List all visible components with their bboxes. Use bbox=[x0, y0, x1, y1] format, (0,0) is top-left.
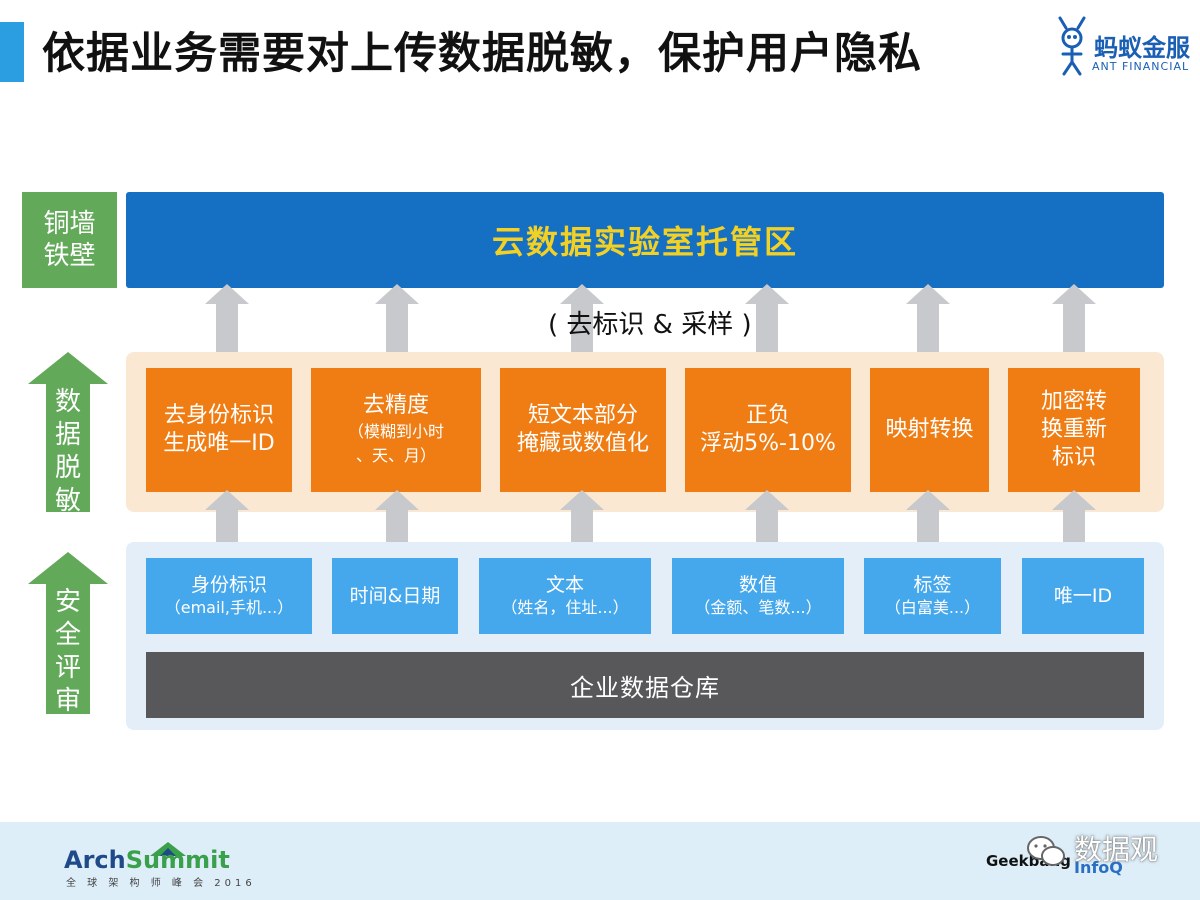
arrow-up-icon bbox=[560, 490, 604, 510]
layer-label-char: 数 bbox=[54, 387, 81, 417]
layer-label-char: 评 bbox=[54, 653, 81, 683]
flow-arrow-up bbox=[1052, 284, 1096, 356]
source-tags: 标签 （白富美...） bbox=[864, 558, 1001, 634]
arrow-up-icon bbox=[205, 490, 249, 510]
source-type: 身份标识 bbox=[190, 574, 267, 596]
layer-label-fortress: 铜墙 铁壁 bbox=[22, 192, 117, 288]
ant-logo-icon bbox=[1058, 16, 1086, 76]
method-note: （模糊到小时 bbox=[347, 422, 444, 441]
flow-arrow-up bbox=[205, 284, 249, 356]
method-line: 标识 bbox=[1051, 445, 1096, 470]
summit-summit-text: Summit bbox=[125, 846, 230, 874]
source-text: 文本 （姓名，住址...） bbox=[479, 558, 651, 634]
arrow-up-icon bbox=[28, 552, 108, 584]
flow-arrow-up bbox=[560, 284, 604, 356]
layer-label-char: 审 bbox=[54, 686, 81, 716]
source-examples: （金额、笔数...） bbox=[694, 598, 822, 617]
source-type: 文本 bbox=[545, 574, 584, 596]
source-examples: （白富美...） bbox=[884, 598, 981, 617]
wechat-icon bbox=[1027, 836, 1065, 866]
source-identity: 身份标识 （email,手机...） bbox=[146, 558, 312, 634]
summit-arch-text: Arch bbox=[64, 846, 126, 874]
arrow-up-icon bbox=[745, 490, 789, 510]
layer-label-char: 安 bbox=[54, 587, 81, 617]
method-line: 换重新 bbox=[1040, 417, 1107, 442]
method-line: 掩藏或数值化 bbox=[516, 431, 649, 456]
source-datetime: 时间&日期 bbox=[332, 558, 458, 634]
source-type: 唯一ID bbox=[1053, 585, 1113, 607]
source-numeric: 数值 （金额、笔数...） bbox=[672, 558, 844, 634]
method-mask-text: 短文本部分 掩藏或数值化 bbox=[500, 368, 666, 492]
method-encrypt-relabel: 加密转 换重新 标识 bbox=[1008, 368, 1140, 492]
arrow-up-icon bbox=[560, 284, 604, 304]
cloud-data-lab-zone: 云数据实验室托管区 bbox=[126, 192, 1164, 288]
method-line: 浮动5%-10% bbox=[700, 431, 836, 456]
source-unique-id: 唯一ID bbox=[1022, 558, 1144, 634]
method-line: 生成唯一ID bbox=[163, 431, 275, 456]
method-line: 映射转换 bbox=[885, 417, 974, 442]
arrow-up-icon bbox=[205, 284, 249, 304]
arrow-up-icon bbox=[906, 490, 950, 510]
deidentify-sampling-note: ( 去标识 & 采样 ) bbox=[548, 310, 752, 340]
page-title: 依据业务需要对上传数据脱敏，保护用户隐私 bbox=[42, 29, 922, 79]
arrow-up-icon bbox=[1052, 284, 1096, 304]
arrow-up-icon bbox=[1052, 490, 1096, 510]
method-value-perturbation: 正负 浮动5%-10% bbox=[685, 368, 851, 492]
layer-label-fortress-line1: 铜墙 bbox=[43, 209, 96, 239]
method-line: 加密转 bbox=[1040, 389, 1107, 414]
sponsor-infoq: InfoQ bbox=[1074, 858, 1123, 877]
flow-arrow-up bbox=[745, 284, 789, 356]
enterprise-data-warehouse: 企业数据仓库 bbox=[146, 652, 1144, 718]
flow-arrow-up bbox=[906, 284, 950, 356]
layer-arrow-security: 安 全 评 审 bbox=[28, 552, 108, 716]
method-remove-identity: 去身份标识 生成唯一ID bbox=[146, 368, 292, 492]
cloud-zone-label: 云数据实验室托管区 bbox=[491, 223, 798, 261]
warehouse-label: 企业数据仓库 bbox=[570, 673, 720, 702]
brand-english-name: ANT FINANCIAL bbox=[1092, 60, 1190, 73]
source-examples: （email,手机...） bbox=[164, 598, 294, 617]
layer-label-fortress-line2: 铁壁 bbox=[43, 241, 96, 271]
layer-label-char: 脱 bbox=[54, 453, 81, 483]
layer-label-char: 敏 bbox=[54, 486, 81, 516]
arrow-up-icon bbox=[28, 352, 108, 384]
layer-label-char: 据 bbox=[54, 420, 81, 450]
summit-subtitle: 全 球 架 构 师 峰 会 2016 bbox=[66, 878, 256, 889]
method-line: 去精度 bbox=[362, 393, 429, 418]
source-type: 数值 bbox=[738, 574, 777, 596]
source-type: 标签 bbox=[913, 574, 952, 596]
method-line: 短文本部分 bbox=[527, 403, 638, 428]
mountain-logo-icon bbox=[150, 842, 186, 856]
source-type: 时间&日期 bbox=[349, 585, 441, 607]
source-examples: （姓名，住址...） bbox=[501, 598, 629, 617]
layer-arrow-desensitize: 数 据 脱 敏 bbox=[28, 352, 108, 516]
arrow-up-icon bbox=[906, 284, 950, 304]
arrow-up-icon bbox=[375, 490, 419, 510]
method-line: 正负 bbox=[745, 403, 790, 428]
title-accent-bar bbox=[0, 22, 24, 82]
watermark-text: 数据观 bbox=[1074, 833, 1159, 866]
arrow-up-icon bbox=[745, 284, 789, 304]
method-line: 去身份标识 bbox=[163, 403, 274, 428]
method-note: 、天、月） bbox=[355, 446, 436, 465]
flow-arrow-up bbox=[375, 284, 419, 356]
arrow-up-icon bbox=[375, 284, 419, 304]
archsummit-logo-text: ArchSummit bbox=[64, 846, 230, 874]
footer-band bbox=[0, 822, 1200, 900]
method-mapping-transform: 映射转换 bbox=[870, 368, 989, 492]
brand-name: 蚂蚁金服 bbox=[1094, 34, 1190, 62]
layer-label-char: 全 bbox=[54, 620, 81, 650]
method-reduce-precision: 去精度 （模糊到小时 、天、月） bbox=[311, 368, 481, 492]
